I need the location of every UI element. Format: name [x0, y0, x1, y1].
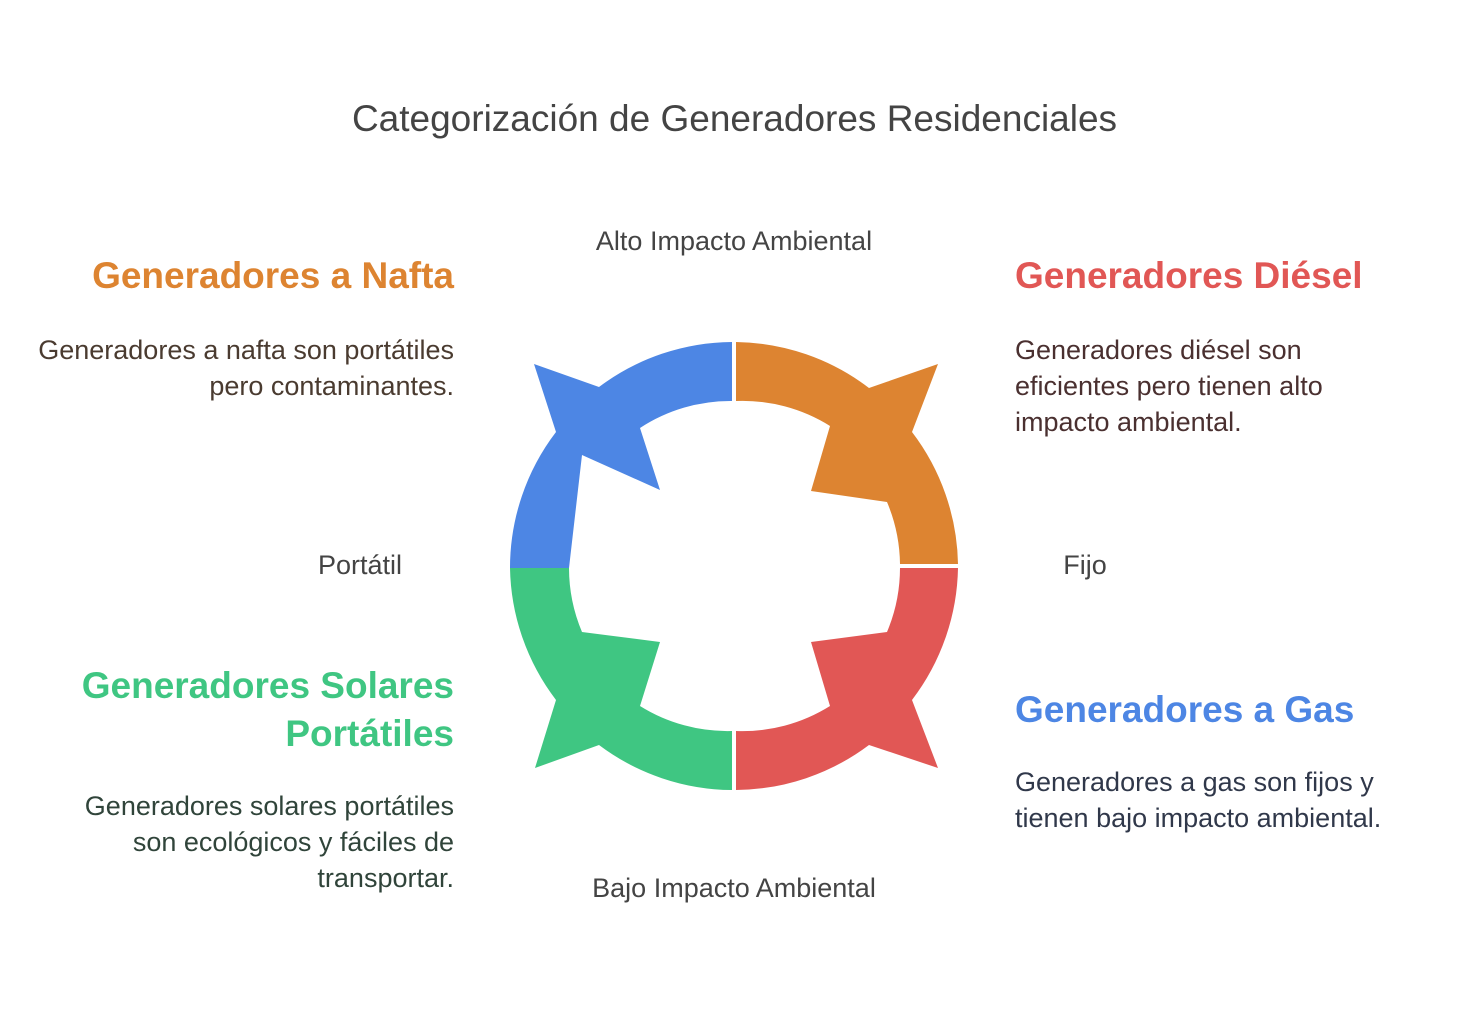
quadrant-nafta-title: Generadores a Nafta: [92, 255, 454, 296]
quadrant-solar-description: Generadores solares portátiles son ecoló…: [84, 791, 454, 893]
axis-label-bottom: Bajo Impacto Ambiental: [592, 873, 876, 903]
cycle-segment-top-right: [736, 342, 958, 564]
cycle-segment-bottom-left: [510, 568, 732, 790]
axis-label-right: Fijo: [1063, 550, 1107, 580]
axis-label-top: Alto Impacto Ambiental: [595, 226, 873, 256]
quadrant-solar-title: Generadores Solares Portátiles: [81, 665, 454, 754]
quadrant-diesel-title: Generadores Diésel: [1015, 255, 1363, 296]
diagram-title: Categorización de Generadores Residencia…: [351, 98, 1118, 139]
axis-label-left: Portátil: [317, 550, 403, 580]
quadrant-diesel-description: Generadores diésel son eficientes pero t…: [1015, 335, 1323, 437]
cycle-segment-top-left: [510, 342, 732, 568]
quadrant-gas-description: Generadores a gas son fijos y tienen baj…: [1015, 767, 1382, 833]
cycle-segment-bottom-right: [736, 568, 958, 790]
quadrant-nafta-description: Generadores a nafta son portátiles pero …: [38, 335, 454, 401]
quadrant-gas-title: Generadores a Gas: [1015, 689, 1355, 730]
